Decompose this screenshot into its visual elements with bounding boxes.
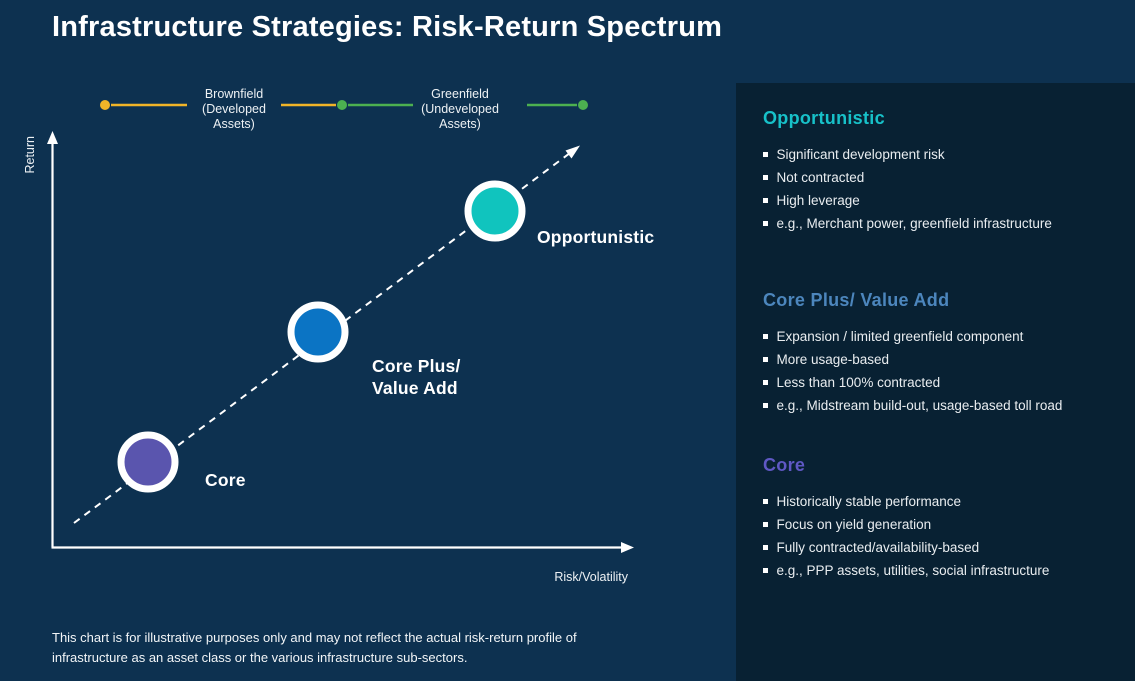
disclaimer-footnote: This chart is for illustrative purposes …: [52, 630, 577, 665]
opportunistic-bubble: [464, 180, 526, 242]
list-item: Fully contracted/availability-based: [763, 536, 1121, 559]
list-item: e.g., PPP assets, utilities, social infr…: [763, 559, 1121, 582]
opportunistic-section-heading: Opportunistic: [763, 108, 885, 128]
trend-arrowhead-icon: [565, 145, 580, 159]
core-bullet-list: Historically stable performance Focus on…: [763, 490, 1121, 582]
bullet-square-icon: [763, 175, 768, 180]
bullet-square-icon: [763, 380, 768, 385]
bullet-square-icon: [763, 221, 768, 226]
bullet-text: Significant development risk: [776, 147, 945, 162]
list-item: Focus on yield generation: [763, 513, 1121, 536]
bullet-square-icon: [763, 522, 768, 527]
trend-dashed-line: [73, 152, 571, 524]
bullet-square-icon: [763, 152, 768, 157]
bullet-square-icon: [763, 403, 768, 408]
opportunistic-bullet-list: Significant development risk Not contrac…: [763, 143, 1121, 235]
bullet-text: e.g., PPP assets, utilities, social infr…: [776, 563, 1050, 578]
list-item: Historically stable performance: [763, 490, 1121, 513]
strategy-details-panel: Opportunistic Significant development ri…: [736, 83, 1135, 681]
greenfield-end-dot: [578, 100, 588, 110]
core-plus-bubble: [287, 301, 349, 363]
bullet-text: Expansion / limited greenfield component: [776, 329, 1024, 344]
list-item: High leverage: [763, 189, 1121, 212]
list-item: Less than 100% contracted: [763, 371, 1121, 394]
bullet-text: Historically stable performance: [776, 494, 962, 509]
core-plus-bullet-list: Expansion / limited greenfield component…: [763, 325, 1121, 417]
list-item: e.g., Midstream build-out, usage-based t…: [763, 394, 1121, 417]
list-item: Significant development risk: [763, 143, 1121, 166]
bullet-square-icon: [763, 499, 768, 504]
core-plus-point-label: Core Plus/ Value Add: [372, 356, 461, 398]
list-item: Not contracted: [763, 166, 1121, 189]
bullet-text: Focus on yield generation: [776, 517, 932, 532]
bullet-text: Not contracted: [776, 170, 865, 185]
core-section: Core Historically stable performance Foc…: [763, 454, 1121, 582]
list-item: Expansion / limited greenfield component: [763, 325, 1121, 348]
bullet-text: e.g., Midstream build-out, usage-based t…: [776, 398, 1063, 413]
y-axis-arrowhead-icon: [47, 131, 58, 144]
bullet-text: More usage-based: [776, 352, 890, 367]
bullet-text: Fully contracted/availability-based: [776, 540, 980, 555]
bullet-text: Less than 100% contracted: [776, 375, 941, 390]
page-title: Infrastructure Strategies: Risk-Return S…: [52, 11, 723, 43]
list-item: More usage-based: [763, 348, 1121, 371]
x-axis-label: Risk/Volatility: [554, 570, 628, 584]
bullet-square-icon: [763, 357, 768, 362]
spectrum-middle-dot: [337, 100, 347, 110]
opportunistic-point-label: Opportunistic: [537, 227, 655, 247]
brownfield-legend-label: Brownfield (Developed Assets): [202, 87, 266, 131]
opportunistic-section: Opportunistic Significant development ri…: [763, 107, 1121, 235]
x-axis-arrowhead-icon: [621, 542, 634, 553]
core-plus-section: Core Plus/ Value Add Expansion / limited…: [763, 289, 1121, 417]
bullet-square-icon: [763, 545, 768, 550]
bullet-text: e.g., Merchant power, greenfield infrast…: [776, 216, 1052, 231]
core-section-heading: Core: [763, 455, 806, 475]
bullet-square-icon: [763, 334, 768, 339]
bullet-text: High leverage: [776, 193, 860, 208]
y-axis-label: Return: [23, 136, 37, 174]
core-bubble: [117, 431, 179, 493]
core-point-label: Core: [205, 470, 246, 490]
bullet-square-icon: [763, 568, 768, 573]
core-plus-section-heading: Core Plus/ Value Add: [763, 290, 950, 310]
bullet-square-icon: [763, 198, 768, 203]
brownfield-start-dot: [100, 100, 110, 110]
greenfield-legend-label: Greenfield (Undeveloped Assets): [421, 87, 499, 131]
list-item: e.g., Merchant power, greenfield infrast…: [763, 212, 1121, 235]
